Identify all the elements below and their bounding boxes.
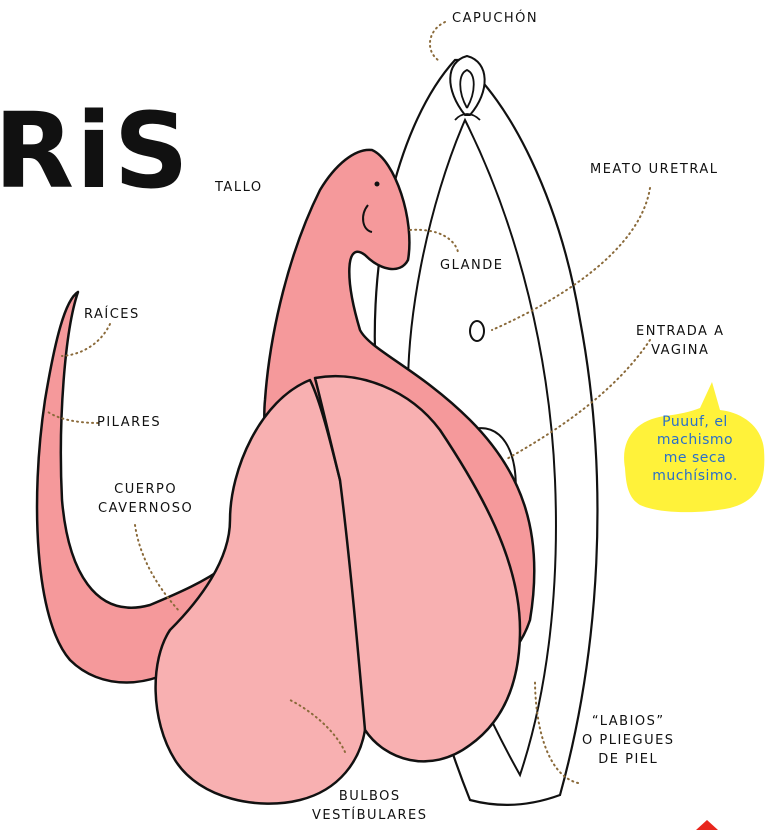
label-labios-line3: de piel	[582, 750, 675, 769]
label-entrada-line2: vagina	[636, 341, 724, 360]
label-capuchon: Capuchón	[452, 9, 538, 28]
title-fragment: RiS	[0, 96, 191, 206]
label-entrada-line1: entrada a	[636, 322, 724, 341]
label-tallo: tallo	[215, 178, 263, 197]
label-cuerpo-cavernoso: cuerpo cavernoso	[98, 480, 193, 518]
label-labios-line2: o pliegues	[582, 731, 675, 750]
glans-eye	[375, 182, 380, 187]
bubble-line4: muchísimo.	[622, 467, 768, 485]
label-meato-uretral: meato uretral	[590, 160, 718, 179]
label-bulbos-line1: bulbos	[312, 787, 428, 806]
label-cuerpo-line2: cavernoso	[98, 499, 193, 518]
label-labios-line1: “labios”	[582, 712, 675, 731]
leader-capuchon	[430, 22, 445, 60]
speech-bubble-text: Puuuf, el machismo me seca muchísimo.	[622, 413, 768, 485]
label-glande: Glande	[440, 256, 503, 275]
label-entrada-vagina: entrada a vagina	[636, 322, 724, 360]
bubble-line1: Puuuf, el	[622, 413, 768, 431]
label-bulbos: bulbos vestíbulares	[312, 787, 428, 825]
label-labios: “labios” o pliegues de piel	[582, 712, 675, 769]
bubble-line3: me seca	[622, 449, 768, 467]
label-pilares: pilares	[97, 413, 161, 432]
label-cuerpo-line1: cuerpo	[98, 480, 193, 499]
label-raices: raíces	[84, 305, 140, 324]
corner-marker	[696, 820, 718, 830]
bubble-line2: machismo	[622, 431, 768, 449]
label-bulbos-line2: vestíbulares	[312, 806, 428, 825]
urethral-meatus	[470, 321, 484, 341]
